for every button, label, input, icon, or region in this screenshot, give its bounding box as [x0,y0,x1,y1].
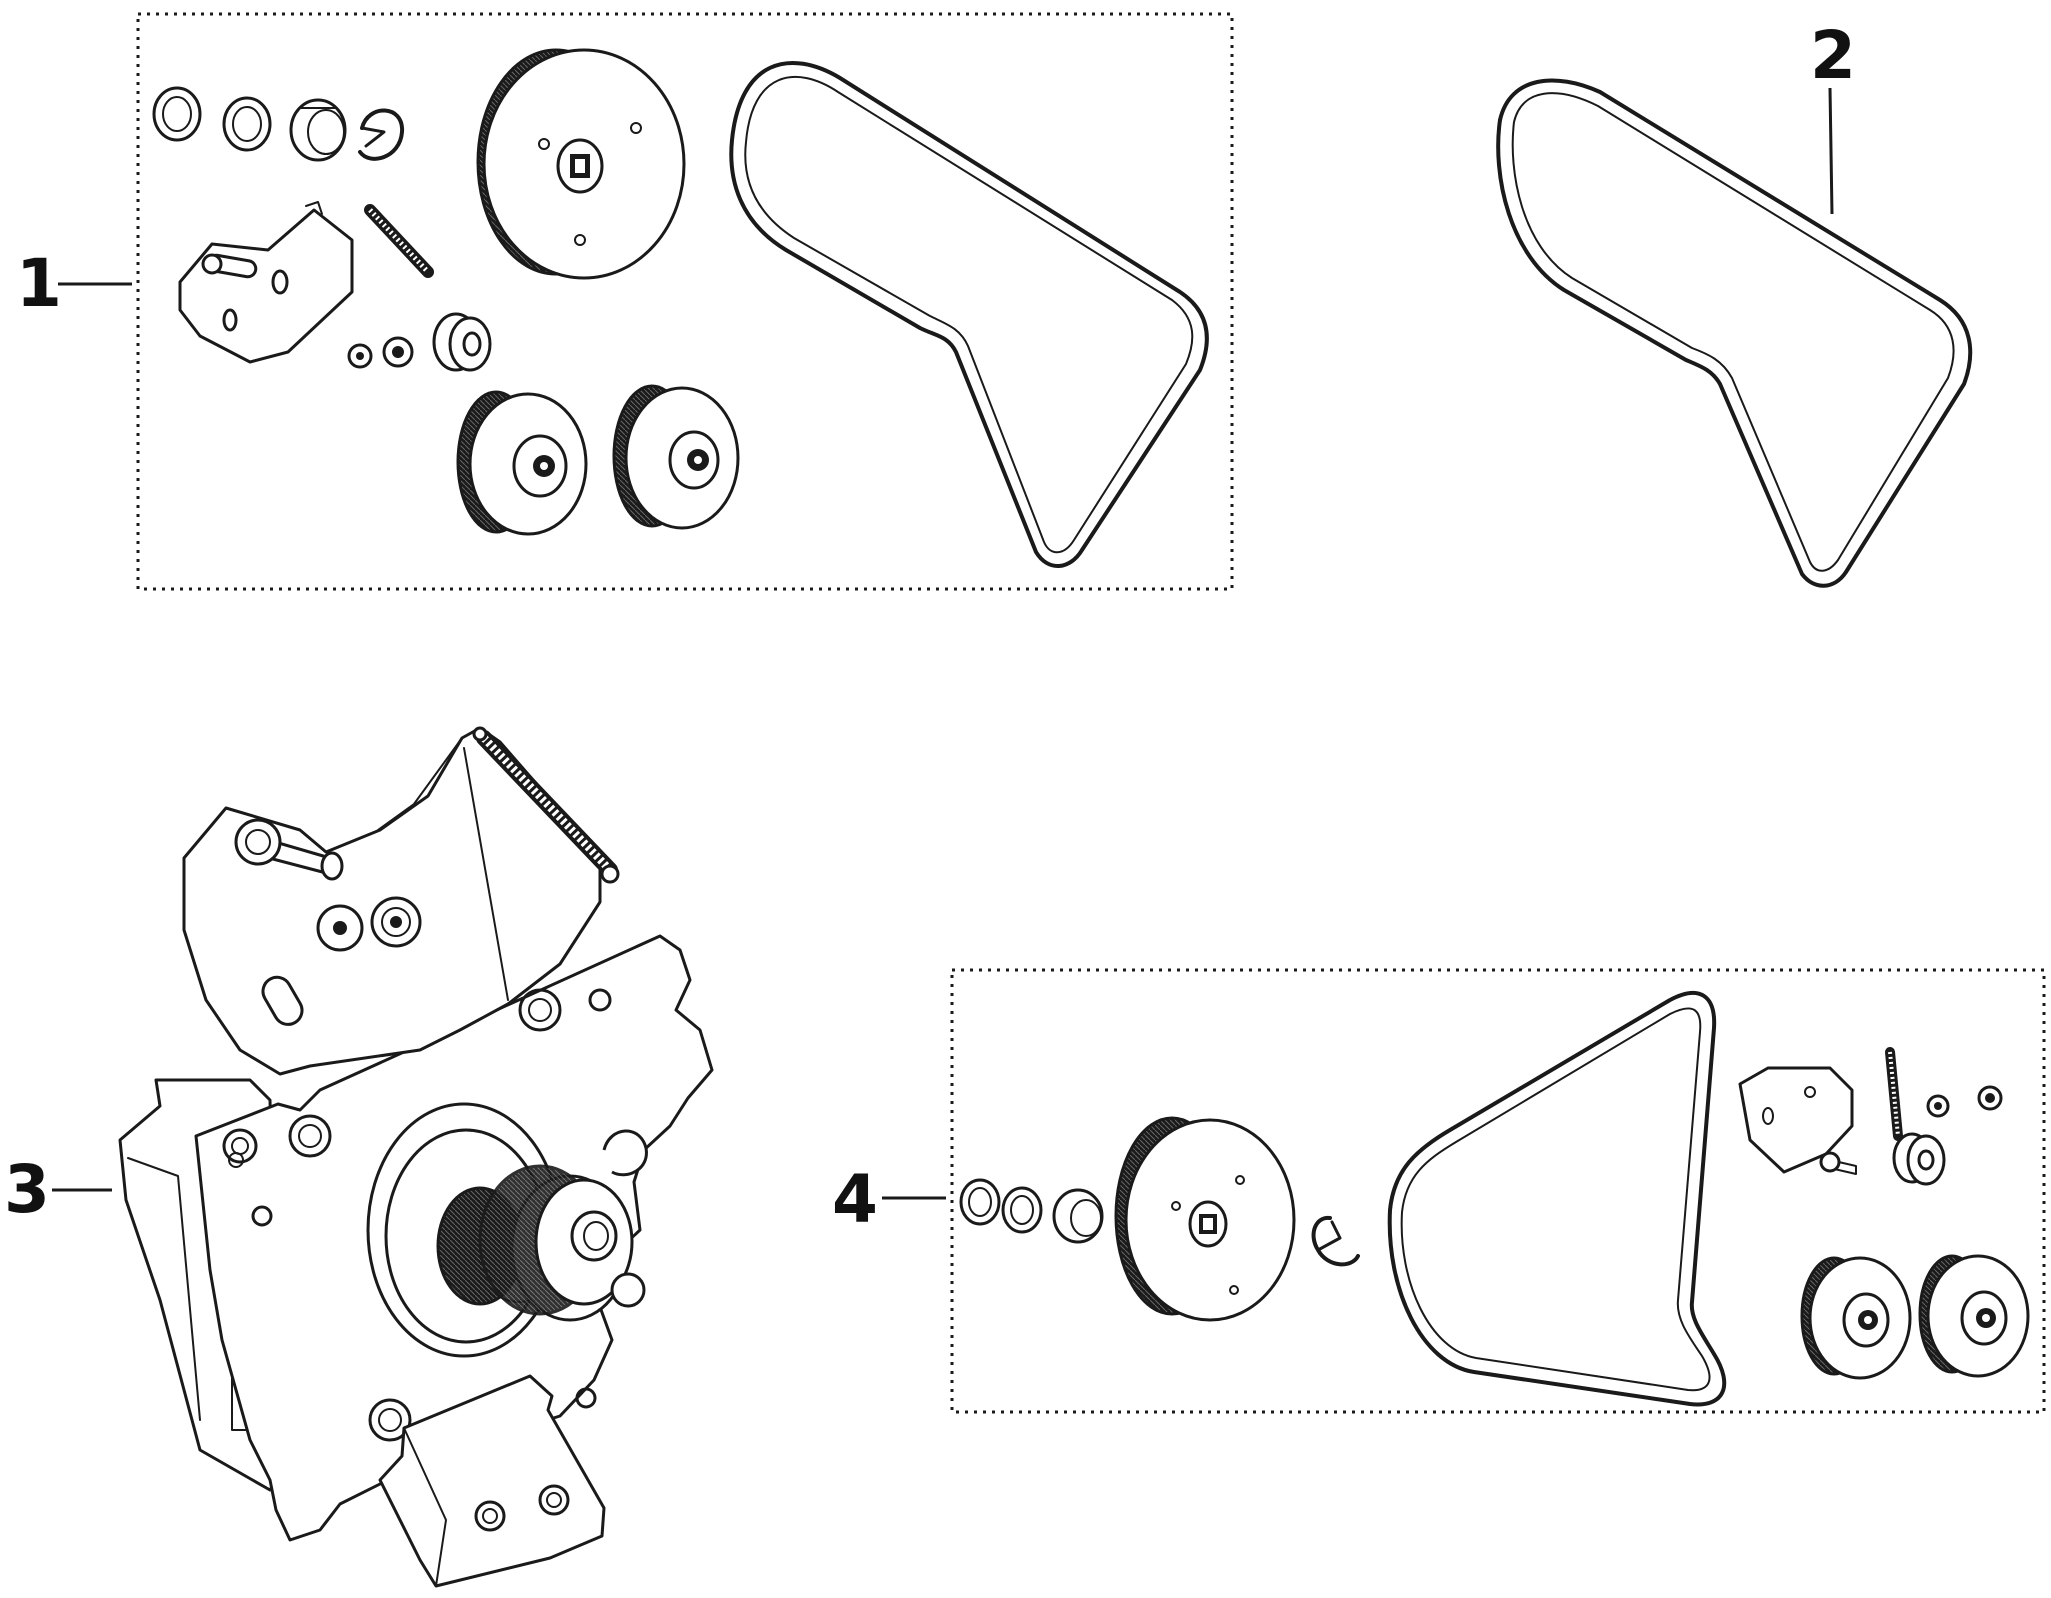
kit-1-boundary [136,12,1234,591]
callout-number: 2 [1810,17,1856,94]
bushing-icon [1052,1188,1104,1244]
washer-icon [1001,1186,1043,1234]
kit-4-boundary [950,968,2046,1414]
item-2-group: 2 [1496,17,1973,588]
washer-icon [959,1178,1001,1226]
timing-pulley-icon [456,390,588,536]
callout-4: 4 [832,1161,946,1238]
nut-icon [1977,1085,2003,1111]
motor-assembly-icon [118,726,714,1588]
callout-number: 1 [16,245,62,322]
drive-pulley-icon [476,48,686,280]
e-clip-icon [1311,1215,1360,1267]
callout-3: 3 [4,1151,112,1228]
nut-icon [382,336,414,368]
item-3-group: 3 [4,726,714,1588]
callout-number: 4 [832,1161,878,1238]
drive-pulley-icon [1114,1116,1296,1322]
belt-icon [1496,78,1973,588]
kit-1-group [136,12,1234,591]
belt-icon [1387,990,1727,1407]
idler-bracket-icon [178,201,354,364]
screw-icon [1926,1094,1950,1118]
idler-bracket-icon [1738,1066,1857,1175]
callout-2: 2 [1810,17,1856,215]
timing-pulley-icon [1800,1256,1912,1380]
washer-icon [152,86,202,142]
bushing-icon [289,98,347,162]
screw-icon [347,343,373,369]
spring-icon [364,204,434,278]
callout-number: 3 [4,1151,50,1228]
belt-icon [729,61,1209,568]
timing-pulley-icon [1918,1254,2030,1378]
small-pulley-icon [1892,1132,1946,1186]
callout-1: 1 [16,245,132,322]
small-pulley-icon [432,312,492,372]
kit-4-group [950,968,2046,1414]
washer-icon [222,96,272,152]
spring-icon [1885,1047,1903,1141]
timing-pulley-icon [612,384,740,530]
e-clip-icon [358,108,405,161]
